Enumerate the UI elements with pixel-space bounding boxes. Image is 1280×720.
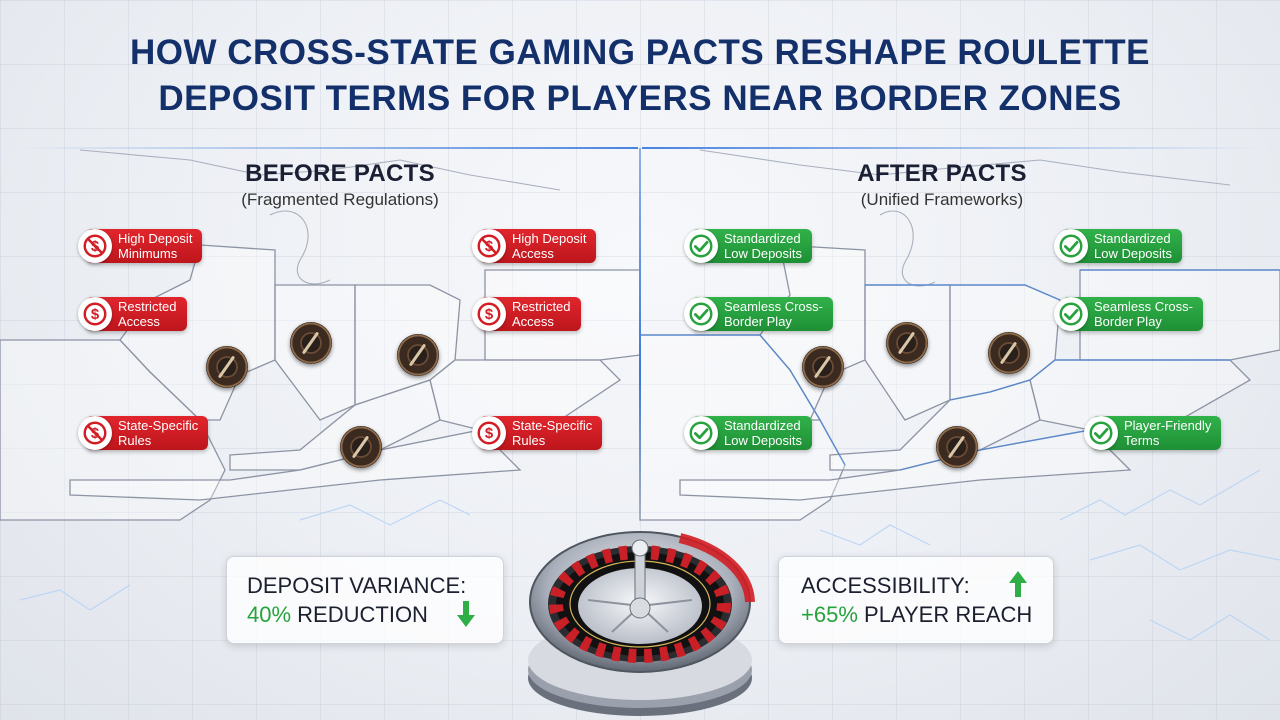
deposit-variance-stat: DEPOSIT VARIANCE: 40% REDUCTION: [226, 556, 504, 644]
no-dollar-icon: [78, 416, 112, 450]
header-rule-right: [642, 147, 1260, 149]
after-panel-heading: AFTER PACTS (Unified Frameworks): [792, 160, 1092, 210]
before-panel-heading: BEFORE PACTS (Fragmented Regulations): [190, 160, 490, 210]
after-badge-seamless-cross-border-play: Seamless Cross-Border Play: [684, 297, 833, 331]
dollar-icon: [472, 416, 506, 450]
after-badge-seamless-cross-border-play-2: Seamless Cross-Border Play: [1054, 297, 1203, 331]
stat-value: +65%: [801, 602, 858, 627]
roulette-chip-icon: [290, 322, 332, 364]
dollar-icon: [78, 297, 112, 331]
roulette-chip-icon: [206, 346, 248, 388]
badge-label: Seamless Cross-Border Play: [724, 299, 823, 329]
before-subheading: (Fragmented Regulations): [241, 190, 439, 209]
check-circle-icon: [684, 229, 718, 263]
roulette-chip-icon: [886, 322, 928, 364]
roulette-wheel: [528, 531, 755, 716]
stat-suffix: PLAYER REACH: [864, 602, 1033, 627]
no-dollar-icon: [472, 229, 506, 263]
before-heading: BEFORE PACTS: [245, 160, 435, 187]
stat-value-line: 40% REDUCTION: [247, 602, 428, 628]
check-circle-icon: [1054, 297, 1088, 331]
panel-divider: [639, 148, 641, 528]
check-circle-icon: [1084, 416, 1118, 450]
stat-label: ACCESSIBILITY:: [801, 573, 970, 598]
accessibility-stat: ACCESSIBILITY: +65% PLAYER REACH: [778, 556, 1054, 644]
after-subheading: (Unified Frameworks): [860, 190, 1024, 209]
roulette-chip-icon: [988, 332, 1030, 374]
check-circle-icon: [1054, 229, 1088, 263]
header-rule-left: [20, 147, 638, 149]
roulette-chip-icon: [340, 426, 382, 468]
title-line-2: DEPOSIT TERMS FOR PLAYERS NEAR BORDER ZO…: [158, 79, 1122, 118]
arrow-down-icon: [457, 601, 475, 627]
after-heading: AFTER PACTS: [857, 160, 1027, 187]
dollar-icon: [472, 297, 506, 331]
no-dollar-icon: [78, 229, 112, 263]
roulette-chip-icon: [936, 426, 978, 468]
check-circle-icon: [684, 297, 718, 331]
roulette-chip-icon: [397, 334, 439, 376]
stat-label: DEPOSIT VARIANCE:: [247, 573, 467, 598]
arrow-up-icon: [1009, 571, 1027, 597]
title-line-1: HOW CROSS-STATE GAMING PACTS RESHAPE ROU…: [129, 33, 1151, 72]
roulette-chip-icon: [802, 346, 844, 388]
check-circle-icon: [684, 416, 718, 450]
badge-label: Seamless Cross-Border Play: [1094, 299, 1193, 329]
stat-value-line: +65% PLAYER REACH: [801, 602, 1032, 628]
infographic-title: HOW CROSS-STATE GAMING PACTS RESHAPE ROU…: [0, 30, 1280, 122]
stat-value: 40%: [247, 602, 292, 627]
stat-suffix: REDUCTION: [297, 602, 428, 627]
